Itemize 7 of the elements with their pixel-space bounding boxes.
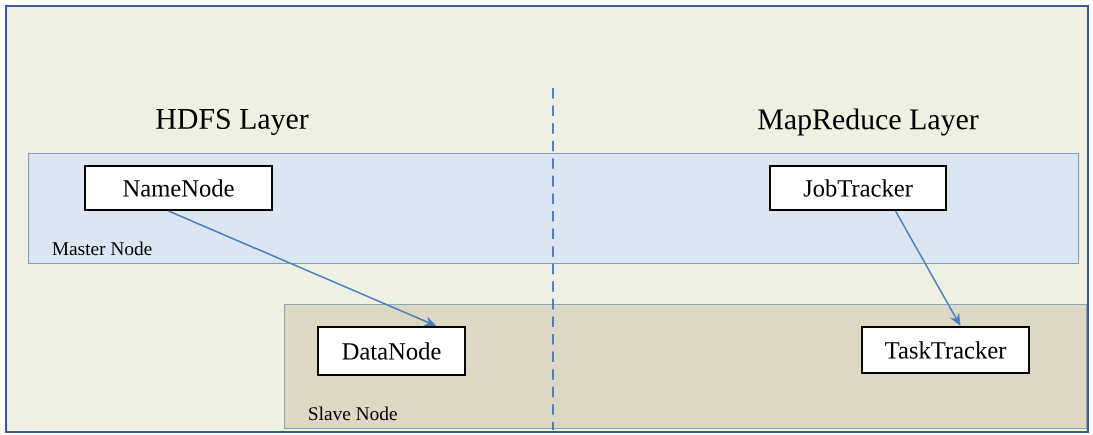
layer-heading: MapReduce Layer bbox=[758, 108, 979, 136]
arrow bbox=[894, 210, 961, 326]
node-box: TaskTracker bbox=[861, 326, 1030, 374]
node-box: NameNode bbox=[84, 165, 273, 211]
layer-heading: HDFS Layer bbox=[156, 108, 309, 136]
node-box: JobTracker bbox=[769, 165, 947, 211]
node-box: DataNode bbox=[317, 326, 466, 376]
